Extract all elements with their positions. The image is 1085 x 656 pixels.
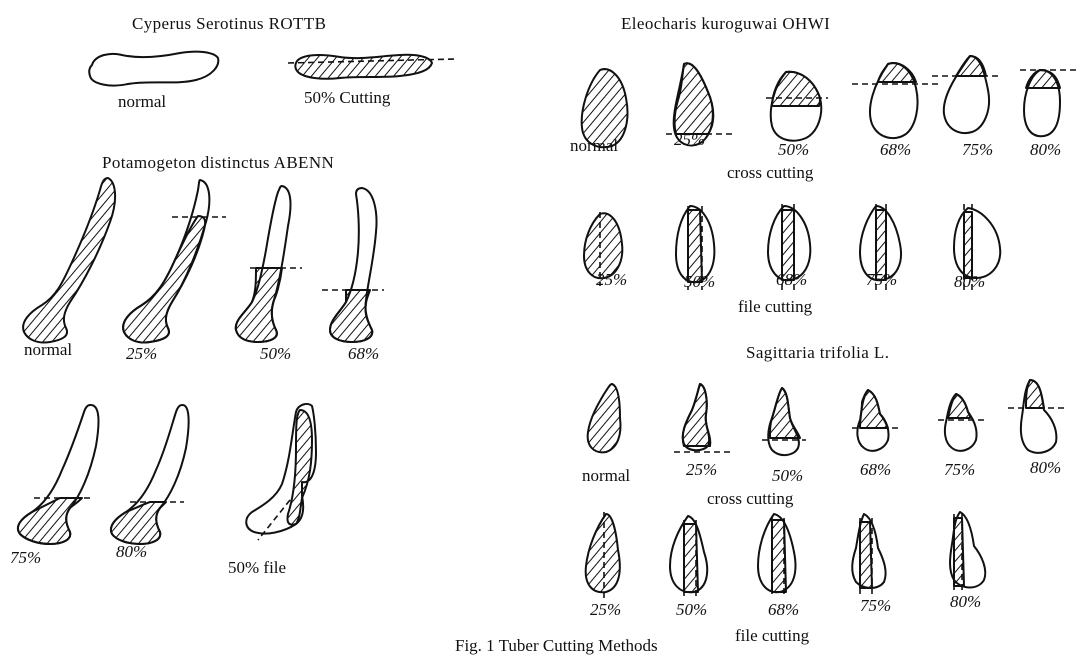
figure-caption: Fig. 1 Tuber Cutting Methods xyxy=(455,636,658,656)
eleocharis-cross-label-75: 75% xyxy=(962,140,993,160)
sagittaria-title: Sagittaria trifolia L. xyxy=(746,343,889,363)
sagittaria-cross-label-68: 68% xyxy=(860,460,891,480)
potamogeton-label-normal: normal xyxy=(24,340,72,360)
eleocharis-cross-68 xyxy=(852,63,940,138)
eleocharis-cross-label-normal: normal xyxy=(570,136,618,156)
potamogeton-75 xyxy=(18,405,99,544)
eleocharis-file-label-75: 75% xyxy=(866,270,897,290)
sagittaria-file-75 xyxy=(852,514,885,596)
eleocharis-cross-caption: cross cutting xyxy=(727,163,813,183)
potamogeton-label-68: 68% xyxy=(348,344,379,364)
eleocharis-file-label-25: 25% xyxy=(596,270,627,290)
sagittaria-file-label-75: 75% xyxy=(860,596,891,616)
sagittaria-file-68 xyxy=(758,514,795,598)
potamogeton-68 xyxy=(322,188,384,342)
eleocharis-cross-75 xyxy=(932,56,1000,133)
sagittaria-cross-25 xyxy=(674,384,734,452)
sagittaria-cross-75 xyxy=(938,394,986,451)
sagittaria-file-80 xyxy=(950,512,985,592)
eleocharis-cross-50 xyxy=(766,72,828,141)
potamogeton-50-file xyxy=(246,404,316,540)
potamogeton-50 xyxy=(236,186,302,342)
cyperus-title: Cyperus Serotinus ROTTB xyxy=(132,14,326,34)
sagittaria-cross-caption: cross cutting xyxy=(707,489,793,509)
sagittaria-cross-label-80: 80% xyxy=(1030,458,1061,478)
eleocharis-cross-label-68: 68% xyxy=(880,140,911,160)
potamogeton-title: Potamogeton distinctus ABENN xyxy=(102,153,334,173)
cyperus-label-cut: 50% Cutting xyxy=(304,88,390,108)
potamogeton-normal xyxy=(23,178,115,343)
sagittaria-file-50 xyxy=(670,516,707,598)
sagittaria-cross-label-normal: normal xyxy=(582,466,630,486)
eleocharis-title: Eleocharis kuroguwai OHWI xyxy=(621,14,830,34)
eleocharis-cross-label-25: 25% xyxy=(674,130,705,150)
eleocharis-cross-label-50: 50% xyxy=(778,140,809,160)
sagittaria-cross-label-50: 50% xyxy=(772,466,803,486)
potamogeton-25 xyxy=(123,180,226,343)
sagittaria-file-caption: file cutting xyxy=(735,626,809,646)
sagittaria-normal xyxy=(588,384,621,452)
potamogeton-label-50-file: 50% file xyxy=(228,558,286,578)
cyperus-normal-tuber xyxy=(89,52,218,86)
potamogeton-label-25: 25% xyxy=(126,344,157,364)
potamogeton-label-75: 75% xyxy=(10,548,41,568)
sagittaria-file-25 xyxy=(586,512,620,598)
eleocharis-cross-label-80: 80% xyxy=(1030,140,1061,160)
eleocharis-cross-80 xyxy=(1020,70,1080,136)
sagittaria-file-label-25: 25% xyxy=(590,600,621,620)
sagittaria-cross-80 xyxy=(1008,380,1066,453)
potamogeton-80 xyxy=(111,405,189,544)
sagittaria-cross-50 xyxy=(762,388,806,455)
cyperus-cut-tuber xyxy=(288,55,455,79)
sagittaria-cross-label-25: 25% xyxy=(686,460,717,480)
sagittaria-file-label-50: 50% xyxy=(676,600,707,620)
potamogeton-label-50: 50% xyxy=(260,344,291,364)
sagittaria-cross-label-75: 75% xyxy=(944,460,975,480)
eleocharis-file-label-68: 68% xyxy=(776,270,807,290)
eleocharis-file-label-50: 50% xyxy=(684,272,715,292)
potamogeton-label-80: 80% xyxy=(116,542,147,562)
sagittaria-cross-68 xyxy=(852,390,902,451)
eleocharis-file-caption: file cutting xyxy=(738,297,812,317)
eleocharis-file-label-80: 80% xyxy=(954,272,985,292)
sagittaria-file-label-80: 80% xyxy=(950,592,981,612)
sagittaria-file-label-68: 68% xyxy=(768,600,799,620)
cyperus-label-normal: normal xyxy=(118,92,166,112)
